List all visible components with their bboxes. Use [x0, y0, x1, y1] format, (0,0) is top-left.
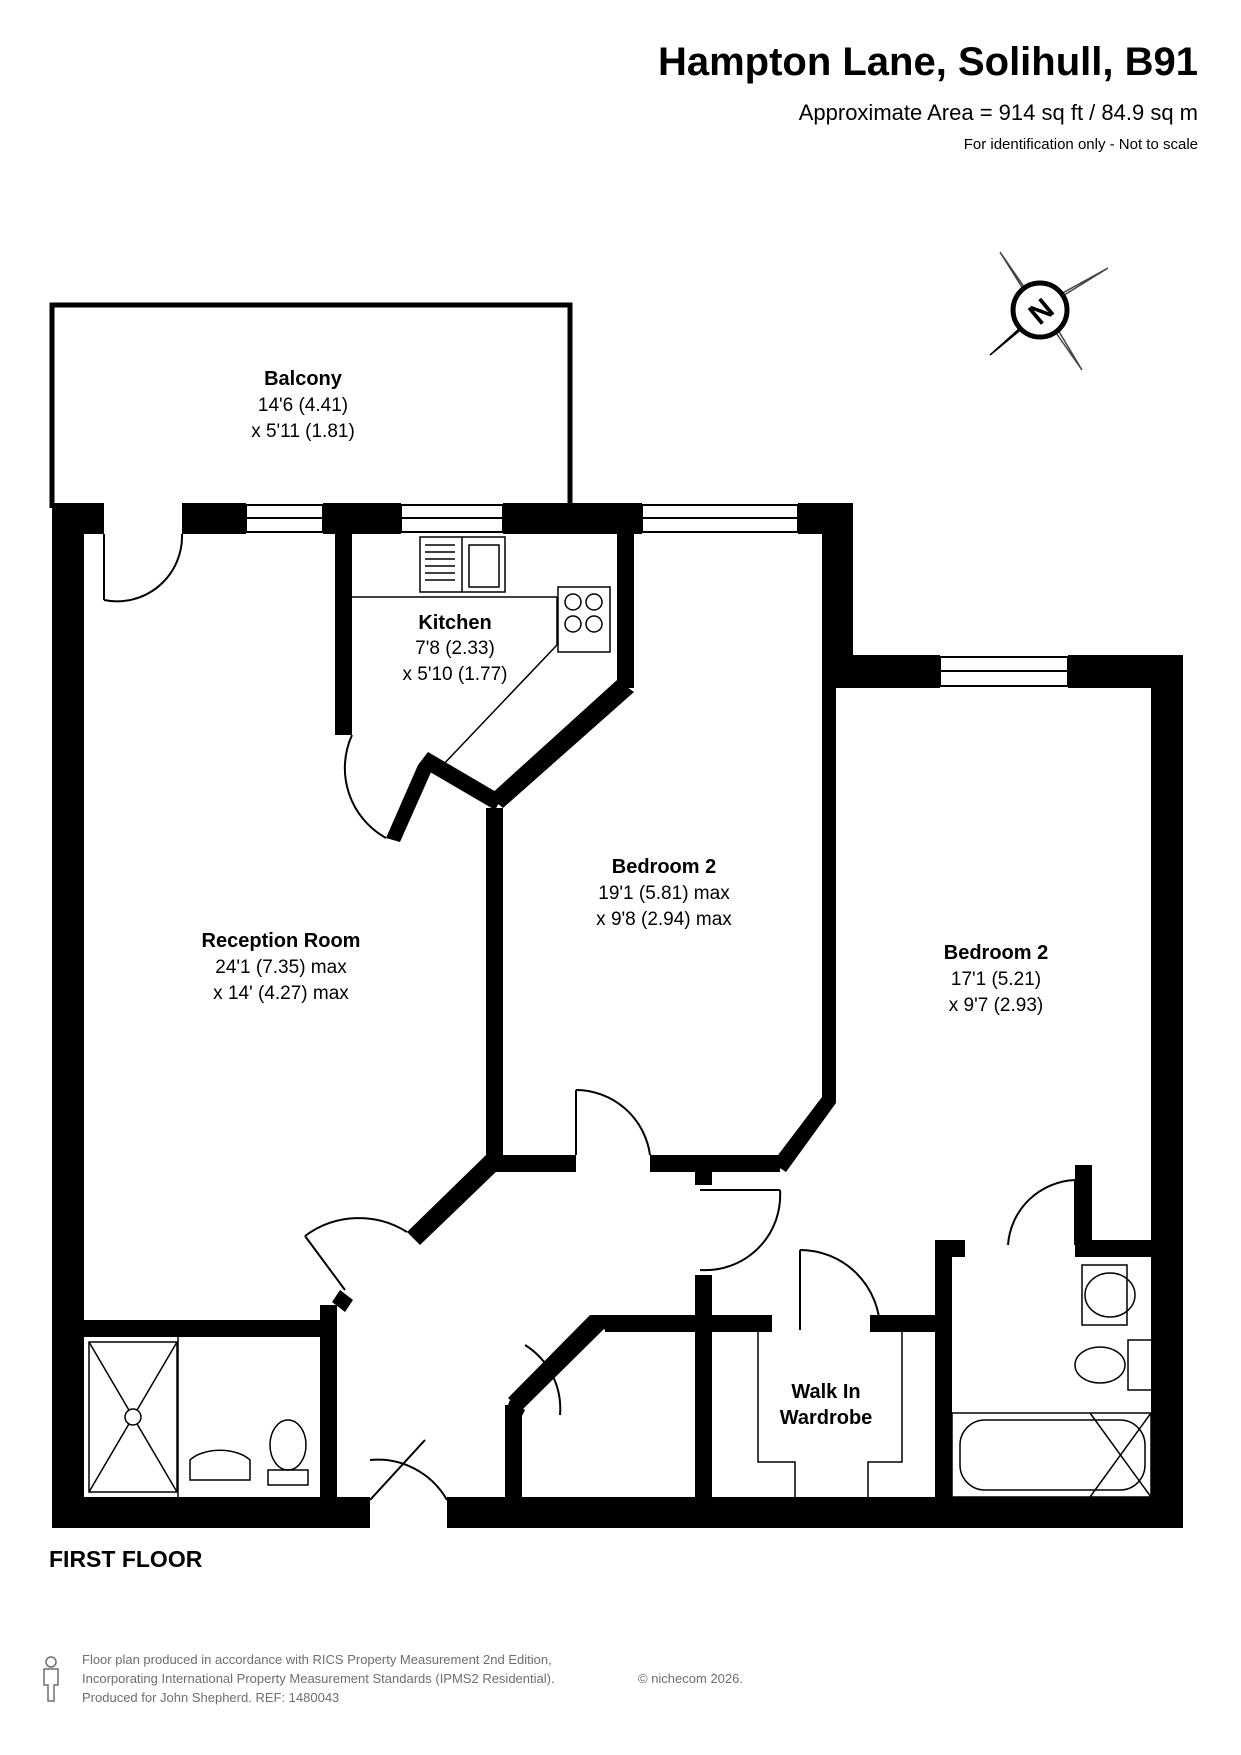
room-name: Bedroom 2	[944, 942, 1048, 964]
room-dimension: 14'6 (4.41)	[258, 395, 348, 416]
footer-line: Floor plan produced in accordance with R…	[82, 1652, 552, 1667]
compass-icon: N	[989, 251, 1109, 371]
room-dimension: x 5'11 (1.81)	[251, 421, 355, 442]
floor-label: FIRST FLOOR	[49, 1546, 203, 1572]
room-dimension: 17'1 (5.21)	[951, 969, 1041, 990]
room-name: Reception Room	[202, 930, 361, 952]
room-name: Walk In	[791, 1381, 860, 1403]
wardrobe-fittings	[757, 1332, 903, 1500]
bath-icon	[951, 1412, 1152, 1498]
windows	[245, 504, 1069, 687]
room-dimension: 24'1 (7.35) max	[215, 957, 347, 978]
room-name: Bedroom 2	[612, 856, 716, 878]
room-dimension: 7'8 (2.33)	[415, 638, 495, 659]
room-dimension: x 9'7 (2.93)	[949, 995, 1043, 1016]
kitchen-fittings	[352, 536, 611, 769]
room-name: Wardrobe	[780, 1407, 873, 1429]
bathroom-fittings	[951, 1264, 1154, 1498]
scale-disclaimer: For identification only - Not to scale	[963, 136, 1198, 153]
toilet-icon	[267, 1419, 309, 1486]
footer-line: Incorporating International Property Mea…	[82, 1671, 555, 1686]
sink-icon	[189, 1449, 251, 1481]
room-wardrobe-label: Walk In Wardrobe	[780, 1381, 873, 1429]
room-dimension: x 9'8 (2.94) max	[596, 909, 732, 930]
room-name: Balcony	[264, 368, 343, 390]
room-dimension: x 14' (4.27) max	[213, 983, 349, 1004]
property-title: Hampton Lane, Solihull, B91	[657, 40, 1198, 84]
drainer-icon	[425, 544, 455, 581]
interior-walls	[84, 503, 1165, 1505]
room-bedroom-a-label: Bedroom 2 19'1 (5.81) max x 9'8 (2.94) m…	[596, 856, 732, 930]
shower-drain-icon	[124, 1408, 142, 1426]
toilet-icon	[1074, 1339, 1154, 1391]
hob-icon	[557, 586, 611, 653]
room-reception-label: Reception Room 24'1 (7.35) max x 14' (4.…	[202, 930, 361, 1004]
room-kitchen-label: Kitchen 7'8 (2.33) x 5'10 (1.77)	[402, 612, 507, 685]
balcony-outline	[49, 302, 573, 508]
room-name: Kitchen	[418, 612, 491, 634]
approximate-area: Approximate Area = 914 sq ft / 84.9 sq m	[798, 100, 1198, 125]
footer-line: Produced for John Shepherd. REF: 1480043	[82, 1690, 340, 1705]
room-dimension: 19'1 (5.81) max	[598, 883, 730, 904]
room-bedroom-b-label: Bedroom 2 17'1 (5.21) x 9'7 (2.93)	[944, 942, 1048, 1016]
shower-room-fittings	[88, 1337, 309, 1497]
doors	[103, 533, 1076, 1501]
person-icon	[43, 1656, 59, 1702]
room-dimension: x 5'10 (1.77)	[402, 664, 507, 685]
footer-notes: Floor plan produced in accordance with R…	[82, 1650, 743, 1707]
copyright: © nichecom 2026.	[638, 1671, 743, 1686]
room-balcony-label: Balcony 14'6 (4.41) x 5'11 (1.81)	[251, 368, 355, 442]
sink-icon	[1081, 1264, 1136, 1326]
